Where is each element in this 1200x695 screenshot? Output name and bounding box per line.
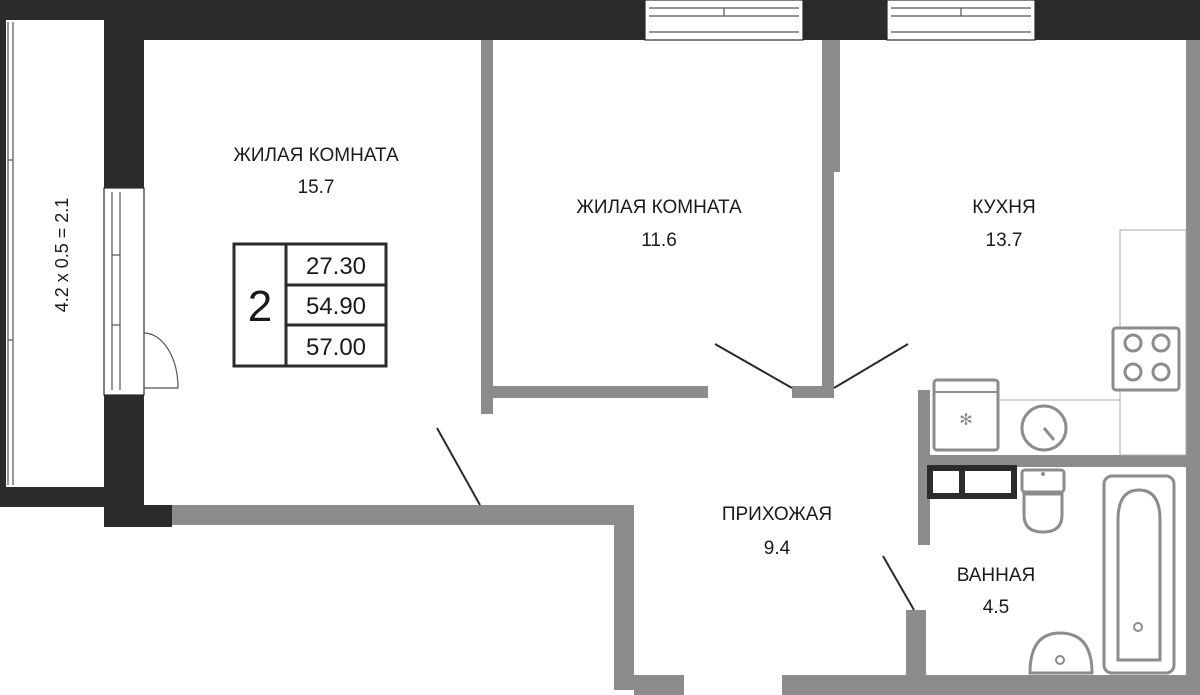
room-living-2: ЖИЛАЯ КОМНАТА 11.6	[576, 197, 742, 251]
room-name: КУХНЯ	[972, 197, 1035, 218]
room-hallway: ПРИХОЖАЯ 9.4	[722, 504, 832, 559]
room-name: ПРИХОЖАЯ	[722, 504, 832, 525]
room-bathroom: ВАННАЯ 4.5	[957, 565, 1036, 618]
room-name: ЖИЛАЯ КОМНАТА	[233, 145, 399, 166]
bathroom-fixtures	[927, 465, 1176, 675]
room-name: ВАННАЯ	[957, 565, 1036, 586]
total-area: 54.90	[306, 293, 366, 320]
room-living-1: ЖИЛАЯ КОМНАТА 15.7	[233, 145, 399, 198]
fridge-icon	[932, 378, 1000, 452]
room-area: 4.5	[983, 597, 1009, 618]
living-area: 27.30	[306, 253, 366, 280]
room-area: 15.7	[298, 177, 335, 198]
balcony	[0, 0, 104, 507]
window-top-left	[644, 0, 804, 41]
door-lines	[436, 343, 915, 611]
area-summary-box: 2 27.30 54.90 57.00	[232, 242, 388, 368]
room-area: 9.4	[764, 538, 791, 559]
balcony-door	[103, 187, 179, 396]
room-kitchen: КУХНЯ 13.7	[972, 197, 1035, 251]
window-top-right	[886, 0, 1036, 41]
room-area: 13.7	[986, 230, 1023, 251]
room-area: 11.6	[641, 230, 677, 251]
svg-text:✻: ✻	[959, 410, 972, 429]
total-area-with-balcony: 57.00	[306, 334, 366, 361]
toilet-icon	[1020, 468, 1066, 494]
exterior-walls	[104, 0, 1200, 527]
balcony-label: 4.2 x 0.5 = 2.1	[52, 198, 72, 313]
stove-icon	[1111, 326, 1181, 392]
washer-icon	[927, 465, 1017, 499]
washbasin-icon	[1028, 631, 1094, 675]
interior-walls	[172, 40, 1200, 695]
room-name: ЖИЛАЯ КОМНАТА	[576, 197, 742, 218]
rooms-count: 2	[248, 282, 272, 331]
kitchen-fixtures: ✻	[932, 229, 1187, 456]
